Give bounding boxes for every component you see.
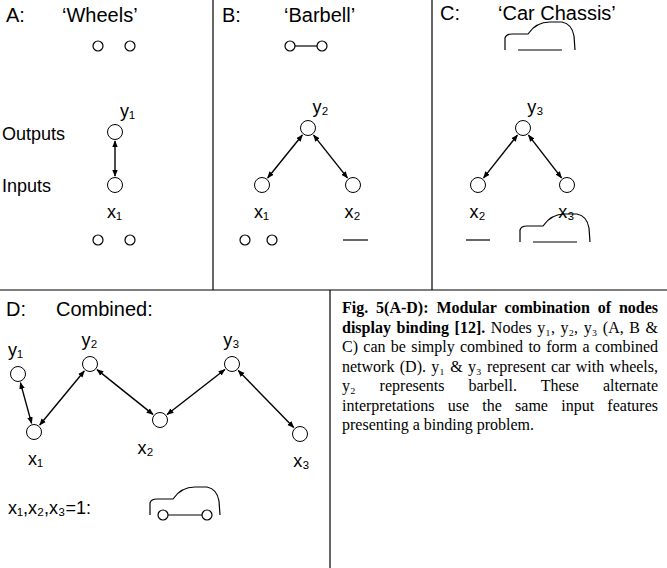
neuron-node: x₃ xyxy=(559,177,575,193)
bar-icon xyxy=(466,239,490,240)
node-label: x₁ xyxy=(254,201,269,222)
node-label: y₂ xyxy=(82,329,98,350)
chassis-icon xyxy=(520,214,590,242)
chassis-icon xyxy=(505,22,575,50)
node-label: x₃ xyxy=(293,450,309,471)
neuron-node: x₂ xyxy=(345,177,361,193)
panel-title: Combined: xyxy=(56,298,153,321)
caption-block: Fig. 5(A-D): Modular combination of node… xyxy=(342,298,658,435)
connector-arrow xyxy=(314,135,348,178)
neuron-node: x₂ xyxy=(470,177,486,193)
wheel-icon xyxy=(240,235,250,245)
spacer xyxy=(485,319,491,336)
wheel-icon xyxy=(93,41,103,51)
node-label: y₃ xyxy=(527,96,543,117)
neuron-node: x₁ xyxy=(254,177,270,193)
connector-arrow xyxy=(20,383,31,424)
neuron-node: y₃ xyxy=(224,356,240,372)
panel-title: ‘Car Chassis’ xyxy=(498,2,616,25)
panel-divider xyxy=(0,289,667,290)
neuron-node: x₃ xyxy=(292,426,308,442)
node-label: x₁ xyxy=(107,201,122,222)
neuron-node: y₁ xyxy=(10,366,26,382)
barbell-icon xyxy=(285,41,327,51)
node-label: y₁ xyxy=(120,100,135,121)
neuron-node: x₁ xyxy=(26,424,42,440)
bar-icon xyxy=(343,239,368,240)
node-label: y₁ xyxy=(8,339,23,360)
node-label: x₂ xyxy=(138,437,154,458)
panel-letter: D: xyxy=(6,298,26,321)
panel-title: ‘Barbell’ xyxy=(284,4,355,27)
wheel-icon xyxy=(125,41,135,51)
connector-arrow xyxy=(40,371,85,425)
row-label: Inputs xyxy=(2,176,51,197)
neuron-node: y₃ xyxy=(515,120,531,136)
connector-arrow xyxy=(238,370,293,427)
neuron-node: y₂ xyxy=(300,120,316,136)
connector-arrow xyxy=(528,135,561,178)
panel-divider xyxy=(329,290,330,568)
input-condition: x₁,x₂,x₃=1: xyxy=(8,498,91,519)
neuron-node: x₂ xyxy=(152,412,168,428)
wheel-icon xyxy=(125,235,135,245)
panel-letter: B: xyxy=(222,4,241,27)
node-label: y₂ xyxy=(313,96,329,117)
neuron-node: x₁ xyxy=(107,177,123,193)
node-label: x₁ xyxy=(28,448,43,469)
wheel-icon xyxy=(93,235,103,245)
neuron-node: y₂ xyxy=(82,356,98,372)
node-label: x₂ xyxy=(345,201,361,222)
connector-arrow xyxy=(268,135,303,178)
panel-title: ‘Wheels’ xyxy=(62,4,138,27)
row-label: Outputs xyxy=(2,124,65,145)
panel-divider xyxy=(431,0,432,290)
wheel-icon xyxy=(267,235,277,245)
caption-body: Nodes y₁, y₂, y₃ (A, B & C) can be simpl… xyxy=(342,319,658,434)
node-label: x₂ xyxy=(470,201,486,222)
node-label: x₃ xyxy=(558,201,574,222)
connector-arrow xyxy=(114,141,115,176)
panel-divider xyxy=(212,0,213,290)
panel-letter: A: xyxy=(6,4,25,27)
car-icon xyxy=(150,487,220,520)
panel-letter: C: xyxy=(440,2,460,25)
connector-arrow xyxy=(97,370,153,415)
neuron-node: y₁ xyxy=(107,124,123,140)
connector-arrow xyxy=(484,135,518,178)
connector-arrow xyxy=(167,370,225,415)
node-label: y₃ xyxy=(223,329,239,350)
